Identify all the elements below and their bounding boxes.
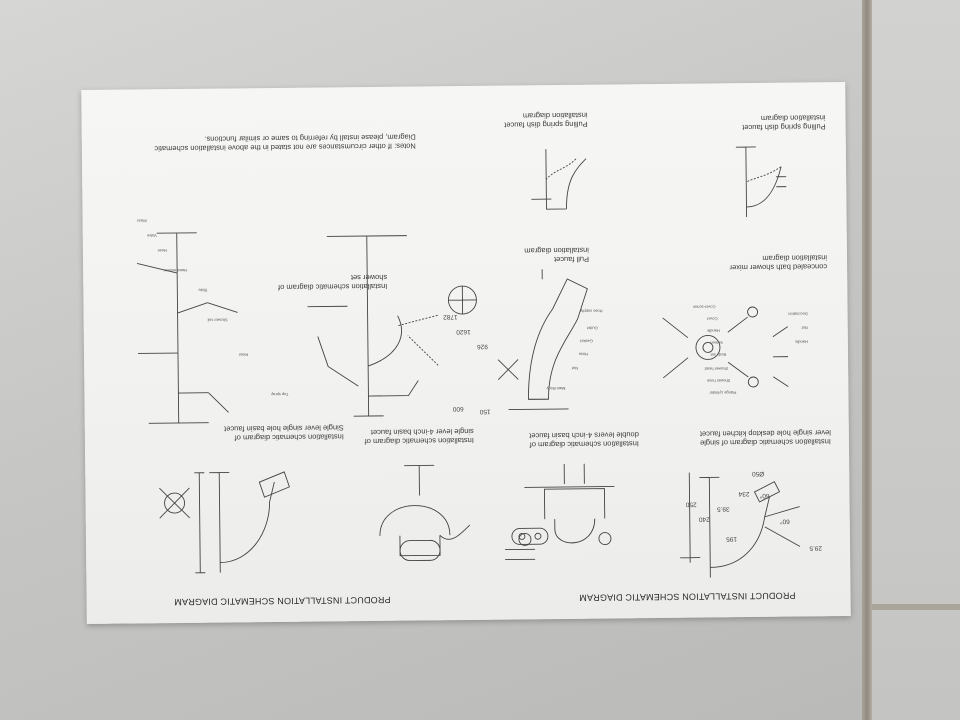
notes-text: Notes: If other circumstances are not st…	[154, 132, 416, 154]
dim-600: 600	[452, 405, 464, 413]
dim-234: 234	[738, 490, 750, 498]
concealed-label-cover: Cover	[706, 316, 718, 322]
double-basin-plate	[511, 527, 549, 545]
dim-150: 150	[479, 407, 491, 415]
shower-label-riser: Riser	[238, 352, 249, 358]
pull-label-hose-supply: Hose supply	[580, 308, 603, 314]
shower-label-valve: Valve	[147, 233, 157, 239]
pull-label-outlet: Outlet	[587, 325, 598, 331]
dim-50: Ø50	[751, 469, 765, 478]
dim-926: 926	[477, 342, 488, 350]
shower-rail-drawing	[136, 232, 238, 424]
pull-label-main-body: Main Body	[546, 385, 566, 392]
dim-240: 240	[698, 515, 710, 523]
caption-double-lever-basin: Installation schematic diagram of double…	[529, 430, 640, 450]
kitchen-faucet-drawing	[680, 472, 801, 578]
dim-1782: 1782	[443, 313, 458, 321]
concealed-bath-drawing	[662, 306, 789, 388]
shower-label-hose: Hose	[157, 248, 167, 254]
single-4inch-basin-drawing	[379, 464, 471, 557]
tile-grout-horizontal	[872, 604, 960, 610]
dim-39-5: 39.5	[716, 505, 730, 513]
concealed-label-body-set: Body set	[710, 352, 727, 358]
dim-angle-1: 60°	[779, 517, 790, 525]
concealed-label-shower-hose: Shower hose	[706, 378, 731, 384]
caption-single-lever-kitchen: Installation schematic diagram of single…	[699, 428, 831, 448]
instruction-sheet: PRODUCT INSTALLATION SCHEMATIC DIAGRAM P…	[81, 82, 851, 624]
concealed-label-screen: Screen	[710, 340, 723, 346]
spring-dish-2-drawing	[735, 146, 787, 218]
pull-faucet-drawing	[497, 269, 588, 411]
concealed-label-handle: Handle	[707, 328, 720, 334]
concealed-label-handle-2: Handle	[795, 339, 808, 345]
dim-195: 195	[726, 535, 737, 543]
concealed-label-cover-screw: Cover-screw	[693, 304, 716, 310]
pull-label-hose: Hose	[578, 351, 589, 357]
shower-label-hand-shower: Hand shower	[163, 267, 188, 274]
instruction-sheet-content: PRODUCT INSTALLATION SCHEMATIC DIAGRAM P…	[81, 82, 851, 624]
shower-set-drawing	[307, 235, 439, 417]
dim-250: 250	[685, 500, 697, 508]
heading-right: PRODUCT INSTALLATION SCHEMATIC DIAGRAM	[174, 594, 391, 608]
single-hole-basin-drawing	[194, 471, 290, 574]
caption-spring-dish-1: Pulling spring dish faucet installation …	[504, 110, 588, 130]
single-hole-basin-top-view	[159, 487, 191, 519]
shower-label-mixer: Mixer	[136, 218, 147, 224]
dim-1620: 1620	[456, 327, 471, 336]
single-4inch-basin-top-view	[399, 539, 441, 562]
shower-head-detail	[447, 285, 477, 315]
concealed-label-flange: Flange cylinder	[709, 390, 737, 396]
shower-label-rail: Shower rail	[207, 317, 228, 323]
heading-left: PRODUCT INSTALLATION SCHEMATIC DIAGRAM	[579, 590, 796, 603]
pull-label-nut: Nut	[571, 365, 579, 371]
caption-spring-dish-2: Pulling spring dish faucet installation …	[742, 113, 826, 133]
tile-grout-vertical	[862, 0, 872, 720]
shower-label-top-spray: Top spray	[271, 391, 289, 398]
spring-dish-1-drawing	[531, 149, 587, 210]
dim-angle-2: 60°	[759, 491, 770, 499]
caption-pull-faucet: Pull faucet installation diagram	[524, 245, 590, 265]
pull-label-gasket: Gasket	[580, 338, 593, 344]
concealed-label-nut: Nut	[801, 325, 808, 331]
concealed-label-decoration: Decoration	[788, 311, 808, 317]
caption-concealed-bath: concealed bath shower mixer installation…	[729, 253, 828, 273]
concealed-label-shower-head: Shower head	[704, 366, 729, 372]
caption-single-4inch-basin: Installation schematic diagram of single…	[364, 426, 474, 447]
shower-label-slide: Slide	[198, 287, 208, 293]
dim-29-5: 29.5	[809, 544, 823, 552]
floor-tile-right	[872, 0, 960, 720]
double-basin-drawing	[505, 463, 615, 561]
